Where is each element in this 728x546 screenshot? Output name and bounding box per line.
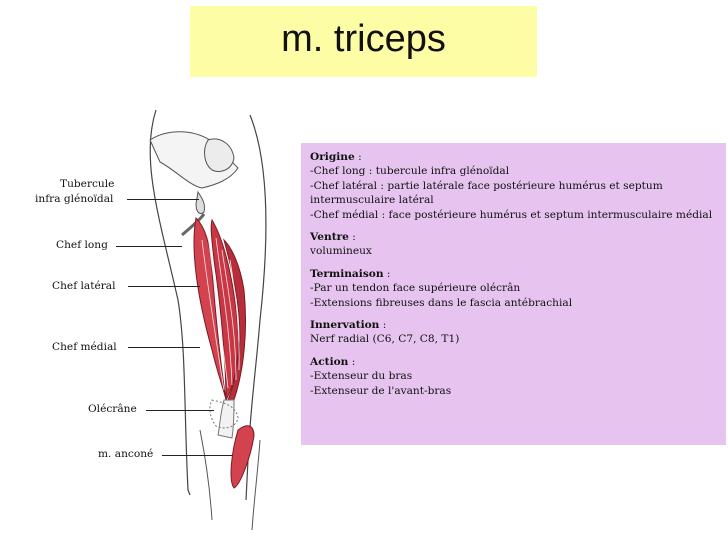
innervation-line-1: Nerf radial (C6, C7, C8, T1) [310, 333, 460, 346]
label-chef-medial: Chef médial [52, 341, 117, 353]
muscle-fibres [201, 234, 240, 391]
triceps-tendon [217, 399, 235, 439]
section-action: Action : -Extenseur du bras -Extenseur d… [310, 355, 718, 398]
section-action-head: Action : [310, 355, 718, 369]
heading-action: Action [310, 355, 349, 368]
info-panel: Origine : -Chef long : tubercule infra g… [301, 143, 726, 445]
sep-origine: : [354, 151, 362, 163]
origine-line-3: -Chef médial : face postérieure humérus … [310, 208, 713, 221]
section-innervation-head: Innervation : [310, 318, 718, 332]
heading-ventre: Ventre [310, 231, 349, 244]
title-box: m. triceps [190, 6, 537, 77]
heading-origine: Origine [310, 151, 355, 163]
label-olecrane: Olécrâne [88, 403, 137, 415]
label-tubercule-line1: Tubercule [60, 178, 115, 190]
sep-ventre: : [348, 231, 356, 244]
leader-ancone [162, 455, 232, 456]
section-ventre-head: Ventre : [310, 230, 718, 244]
leader-tubercule [127, 199, 199, 200]
leader-chef-lateral [128, 286, 200, 287]
origine-line-2: -Chef latéral : partie latérale face pos… [310, 179, 663, 207]
info-content: Origine : -Chef long : tubercule infra g… [310, 150, 718, 406]
label-chef-lateral: Chef latéral [52, 280, 116, 292]
leader-chef-long [116, 246, 182, 247]
anconeus-muscle [230, 425, 255, 489]
long-head-tendon [181, 213, 206, 237]
leader-chef-medial [128, 347, 200, 348]
glenoid-tubercle [195, 190, 205, 215]
label-tubercule-line2: infra glénoïdal [35, 193, 114, 205]
action-line-2: -Extenseur de l'avant-bras [310, 384, 452, 397]
heading-innervation: Innervation [310, 319, 380, 332]
section-terminaison-head: Terminaison : [310, 267, 718, 281]
leader-olecrane [146, 410, 214, 411]
heading-terminaison: Terminaison [310, 267, 384, 280]
origine-line-1: -Chef long : tubercule infra glénoïdal [310, 165, 510, 178]
humeral-head [204, 138, 235, 172]
section-origine-head: Origine : [310, 150, 718, 164]
sep-terminaison: : [383, 267, 391, 280]
ventre-line-1: volumineux [310, 245, 372, 258]
section-ventre: Ventre : volumineux [310, 230, 718, 259]
sep-action: : [348, 355, 356, 368]
action-line-1: -Extenseur du bras [310, 370, 413, 383]
section-innervation: Innervation : Nerf radial (C6, C7, C8, T… [310, 318, 718, 347]
terminaison-line-2: -Extensions fibreuses dans le fascia ant… [310, 296, 573, 309]
section-origine: Origine : -Chef long : tubercule infra g… [310, 150, 718, 222]
forearm-outline [199, 429, 261, 531]
arm-illustration [149, 109, 267, 531]
label-ancone: m. anconé [98, 448, 154, 460]
terminaison-line-1: -Par un tendon face supérieure olécrân [310, 282, 521, 295]
sep-innervation: : [379, 319, 387, 332]
section-terminaison: Terminaison : -Par un tendon face supéri… [310, 267, 718, 310]
page-title: m. triceps [281, 18, 446, 60]
arm-outline [149, 109, 267, 501]
label-chef-long: Chef long [56, 239, 108, 251]
